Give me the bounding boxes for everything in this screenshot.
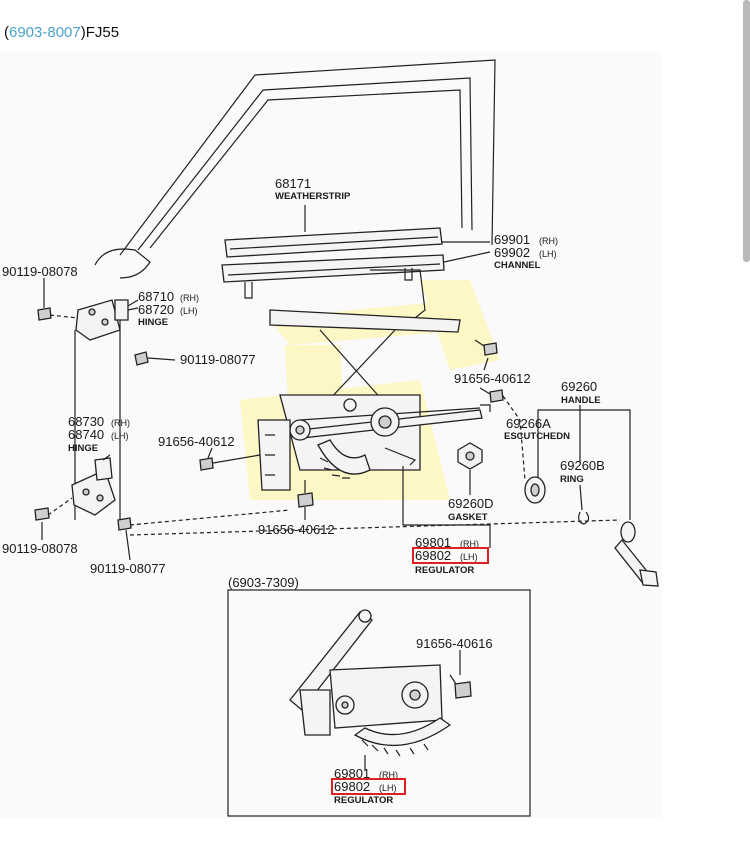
bolt-reg-upper-number: 91656-40612 <box>454 371 531 386</box>
inset-regulator-lh-tag: (LH) <box>379 783 397 793</box>
bolt-reg-lower-number: 91656-40612 <box>258 522 335 537</box>
ring-number: 69260B <box>560 458 605 473</box>
inset-regulator <box>289 609 452 770</box>
hinge-lower-name: HINGE <box>68 443 98 454</box>
series-link[interactable]: 6903-8007 <box>9 24 81 41</box>
bolts <box>34 290 504 531</box>
regulator-lh-tag: (LH) <box>460 552 478 562</box>
inset-bolt-number: 91656-40616 <box>416 636 493 651</box>
bolt-top-left <box>37 290 52 321</box>
hinge-lower-lh-tag: (LH) <box>111 431 129 441</box>
channel-lh-number: 69902 <box>494 245 530 260</box>
bolt-bottom-left <box>34 507 50 521</box>
inset-regulator-rh-tag: (RH) <box>379 770 398 780</box>
bolt-reg-lower <box>297 480 314 508</box>
inset-regulator-lh-number: 69802 <box>334 779 370 794</box>
regulator-rh-number: 69801 <box>415 535 451 550</box>
ring-part <box>578 511 590 525</box>
handle-name: HANDLE <box>561 395 601 406</box>
bolt-mid <box>134 351 176 366</box>
dashed-leaders <box>47 314 621 536</box>
regulator-rh-tag: (RH) <box>460 539 479 549</box>
hinge-lower-rh-number: 68730 <box>68 414 104 429</box>
regulator-assembly <box>257 309 491 548</box>
inset-regulator-rh-number: 69801 <box>334 766 370 781</box>
ring-name: RING <box>560 474 584 485</box>
handle-part <box>614 521 659 587</box>
header-title: (6903-8007)FJ55 <box>4 24 119 41</box>
channel-lh-tag: (LH) <box>539 249 557 259</box>
bolt-bottom-mid <box>117 517 132 531</box>
regulator-name: REGULATOR <box>415 565 474 576</box>
hinge-upper-rh-tag: (RH) <box>180 293 199 303</box>
channel-rh-tag: (RH) <box>539 236 558 246</box>
model-code: )FJ55 <box>80 24 120 41</box>
inset-bolt <box>449 650 472 699</box>
hinge-upper-lh-tag: (LH) <box>180 306 198 316</box>
inset-title: (6903-7309) <box>228 575 299 590</box>
handle-leaders <box>537 405 631 520</box>
hinge-lower-lh-number: 68740 <box>68 427 104 442</box>
lower-hinge <box>71 457 116 516</box>
bolt-bottom-mid-number: 90119-08077 <box>90 561 166 576</box>
inset-regulator-lh-highlight <box>331 778 406 795</box>
gasket-number: 69260D <box>448 496 494 511</box>
channel-name: CHANNEL <box>494 260 541 271</box>
bolt-mid-number: 90119-08077 <box>180 352 256 367</box>
escutcheon-name: ESCUTCHEDN <box>504 431 570 442</box>
handle-number: 69260 <box>561 379 597 394</box>
escutcheon-part <box>524 476 546 504</box>
bolt-bottom-left-number: 90119-08078 <box>2 541 78 556</box>
gasket-part <box>457 442 483 470</box>
upper-hinge <box>75 299 139 341</box>
weatherstrip-number: 68171 <box>275 176 311 191</box>
hinge-upper-lh-number: 68720 <box>138 302 174 317</box>
inset-regulator-name: REGULATOR <box>334 795 393 806</box>
label-leaders <box>41 278 489 561</box>
bolt-reg-left <box>199 454 261 471</box>
header-open-paren: ( <box>4 24 9 41</box>
hinge-upper-name: HINGE <box>138 317 168 328</box>
inset-frame <box>227 589 531 817</box>
escutcheon-number: 69266A <box>506 416 551 431</box>
bolt-top-left-number: 90119-08078 <box>2 264 78 279</box>
hinge-lower-rh-tag: (RH) <box>111 418 130 428</box>
gasket-name: GASKET <box>448 512 488 523</box>
bolt-reg-right <box>479 387 504 403</box>
bolt-reg-upper <box>474 339 498 356</box>
scrollbar-thumb[interactable] <box>743 0 750 262</box>
weatherstrip-channel <box>221 205 491 319</box>
regulator-lh-highlight <box>412 547 489 564</box>
hinge-upper-rh-number: 68710 <box>138 289 174 304</box>
bolt-reg-left-number: 91656-40612 <box>158 434 235 449</box>
weatherstrip-name: WEATHERSTRIP <box>275 191 351 202</box>
channel-rh-number: 69901 <box>494 232 530 247</box>
regulator-lh-number: 69802 <box>415 548 451 563</box>
